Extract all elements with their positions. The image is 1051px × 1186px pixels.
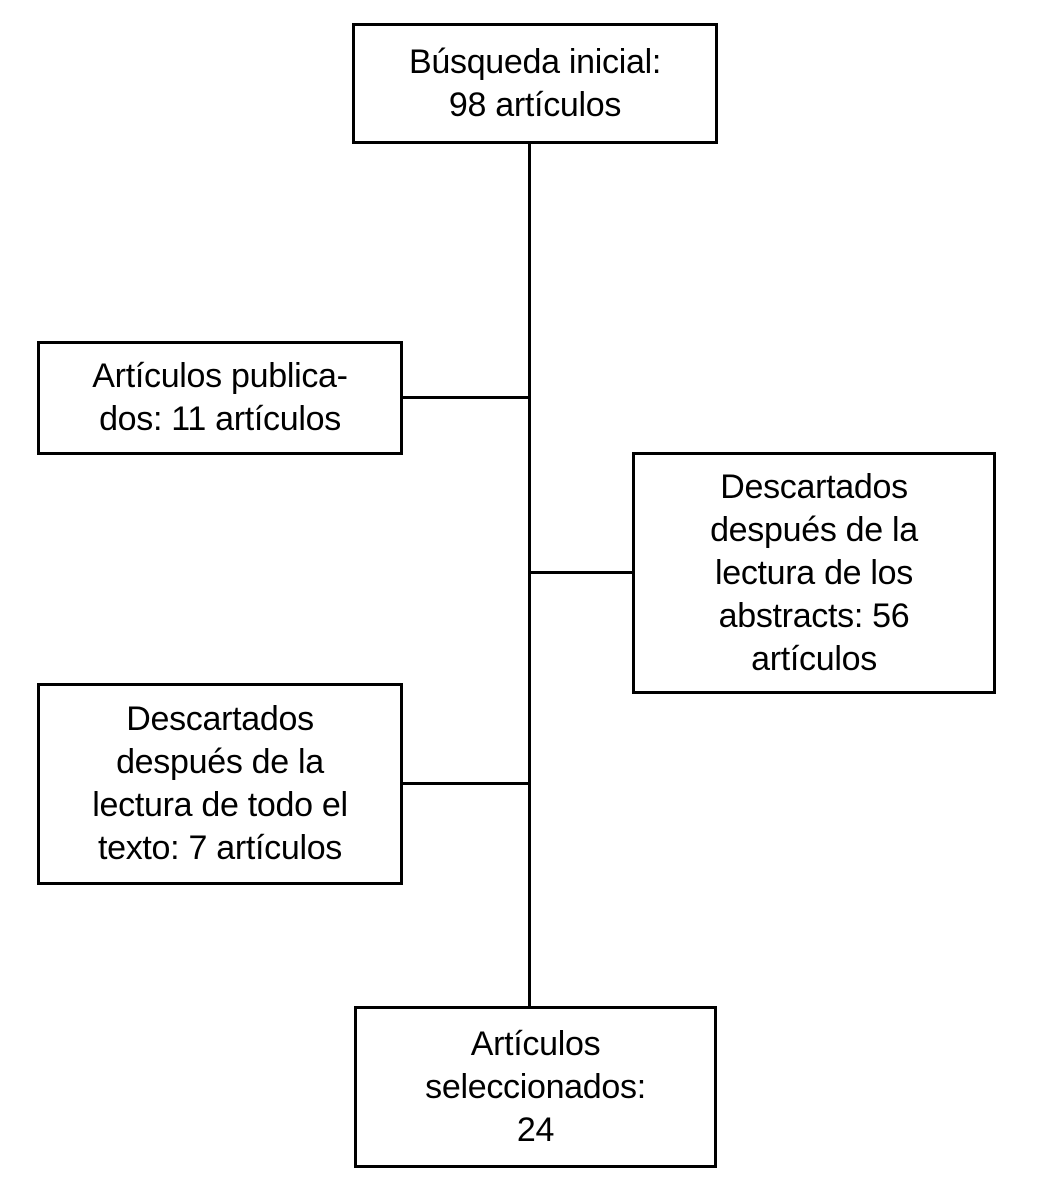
node-discarded-after-fulltext-label: Descartados después de la lectura de tod… bbox=[92, 700, 348, 867]
node-discarded-after-fulltext: Descartados después de la lectura de tod… bbox=[37, 683, 403, 885]
node-initial-search: Búsqueda inicial: 98 artículos bbox=[352, 23, 718, 144]
node-discarded-after-abstracts-label: Descartados después de la lectura de los… bbox=[710, 467, 918, 678]
node-selected-articles-label: Artículos seleccionados: 24 bbox=[425, 1024, 646, 1149]
node-selected-articles: Artículos seleccionados: 24 bbox=[354, 1006, 717, 1168]
connector-discarded-fulltext-branch bbox=[402, 782, 530, 785]
connector-main-vertical-line bbox=[528, 143, 531, 1008]
connector-discarded-abstracts-branch bbox=[530, 571, 633, 574]
node-initial-search-label: Búsqueda inicial: 98 artículos bbox=[409, 42, 661, 124]
node-published-articles-label: Artículos publica- dos: 11 artículos bbox=[92, 357, 348, 438]
connector-published-branch bbox=[402, 396, 530, 399]
node-published-articles: Artículos publica- dos: 11 artículos bbox=[37, 341, 403, 455]
node-discarded-after-abstracts: Descartados después de la lectura de los… bbox=[632, 452, 996, 694]
